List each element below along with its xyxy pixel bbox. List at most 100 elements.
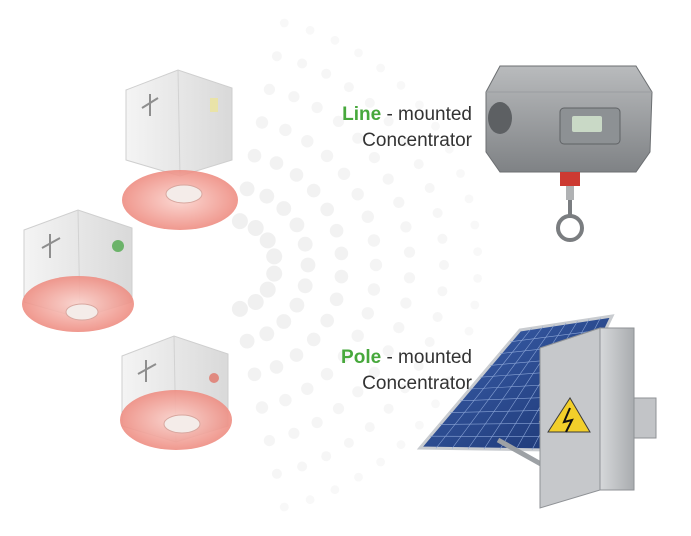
signal-dot <box>306 26 315 35</box>
signal-dot <box>260 282 276 298</box>
signal-dot <box>288 428 299 439</box>
signal-dot <box>270 156 284 170</box>
signal-dot <box>404 272 415 283</box>
signal-dot <box>365 422 375 432</box>
signal-dot <box>354 473 363 482</box>
signal-dot <box>297 462 307 472</box>
signal-dot <box>368 283 380 295</box>
signal-dot <box>248 149 262 163</box>
signal-dot <box>321 451 331 461</box>
signal-dot <box>321 69 331 79</box>
signal-dot <box>331 36 340 45</box>
signal-dot <box>362 307 374 319</box>
signal-dot <box>362 211 374 223</box>
signal-dot <box>264 435 275 446</box>
signal-dot <box>290 218 305 233</box>
signal-dot <box>259 326 274 341</box>
signal-dot <box>333 403 344 414</box>
signal-dot <box>352 188 364 200</box>
signal-dot <box>354 49 363 58</box>
line-accent-word: Line <box>342 104 381 125</box>
signal-dot <box>256 116 268 128</box>
signal-dot <box>370 259 382 271</box>
signal-dot <box>330 293 344 307</box>
signal-dot <box>279 394 291 406</box>
signal-dot <box>400 298 411 309</box>
signal-dot <box>248 220 264 236</box>
signal-dot <box>470 221 479 230</box>
signal-dot <box>290 298 305 313</box>
signal-dot <box>276 201 291 216</box>
signal-dot <box>232 301 248 317</box>
signal-dot <box>240 182 255 197</box>
pole-accent-word: Pole <box>341 347 381 368</box>
line-mounted-concentrator-label: Line - mounted Concentrator <box>300 102 472 154</box>
signal-dot <box>298 237 313 252</box>
signal-dot <box>301 258 316 273</box>
signal-dot <box>414 159 424 169</box>
signal-dot <box>425 183 435 193</box>
signal-dot <box>335 270 349 284</box>
signal-dot <box>437 286 447 296</box>
signal-dot <box>383 174 394 185</box>
signal-dot <box>473 274 482 283</box>
signal-dot <box>307 184 321 198</box>
signal-dot <box>384 404 394 414</box>
signal-dot <box>272 469 282 479</box>
signal-dot <box>288 91 299 102</box>
signal-dot <box>260 232 276 248</box>
signal-dot <box>270 360 284 374</box>
signal-dot <box>433 208 443 218</box>
signal-dot <box>431 399 440 408</box>
signal-dot <box>404 247 415 258</box>
signal-dot <box>397 440 406 449</box>
line-label-second-row: Concentrator <box>300 128 472 154</box>
signal-dot <box>248 368 262 382</box>
signal-dot <box>433 312 443 322</box>
signal-dot <box>240 334 255 349</box>
signal-dot <box>320 203 334 217</box>
signal-dot <box>393 322 404 333</box>
signal-dot <box>397 81 406 90</box>
signal-dot <box>465 327 474 336</box>
signal-dot <box>331 485 340 494</box>
signal-dot <box>393 197 404 208</box>
pole-label-second-row: Concentrator <box>300 371 472 397</box>
pole-mounted-concentrator-label: Pole - mounted Concentrator <box>300 345 472 397</box>
line-suffix-text: - mounted <box>381 104 472 125</box>
line-label-first-row: Line - mounted <box>300 102 472 128</box>
signal-dot <box>439 260 449 270</box>
signal-dot <box>368 234 380 246</box>
signal-dot <box>248 294 264 310</box>
signal-dot <box>290 168 304 182</box>
fault-sensor-icon <box>122 70 238 230</box>
fault-sensor-icon <box>22 210 134 332</box>
signal-dot <box>344 82 354 92</box>
signal-dot <box>232 213 248 229</box>
signal-dot <box>344 438 354 448</box>
signal-dot <box>272 51 282 61</box>
signal-dot <box>280 503 289 512</box>
signal-dot <box>465 195 474 204</box>
signal-dot <box>400 221 411 232</box>
signal-dot <box>259 189 274 204</box>
signal-dot <box>437 234 447 244</box>
pole-label-first-row: Pole - mounted <box>300 345 472 371</box>
signal-dot <box>266 248 282 264</box>
signal-dot <box>338 168 350 180</box>
fault-sensor-icon <box>120 336 232 450</box>
signal-dot <box>297 59 307 69</box>
signal-dot <box>298 278 313 293</box>
signal-dot <box>266 266 282 282</box>
pole-suffix-text: - mounted <box>381 347 472 368</box>
signal-dot <box>415 421 424 430</box>
signal-dot <box>376 458 385 467</box>
signal-dot <box>280 19 289 28</box>
signal-dot <box>320 314 334 328</box>
signal-dot <box>279 124 291 136</box>
signal-dot <box>312 417 323 428</box>
signal-dot <box>473 247 482 256</box>
signal-dot <box>376 64 385 73</box>
